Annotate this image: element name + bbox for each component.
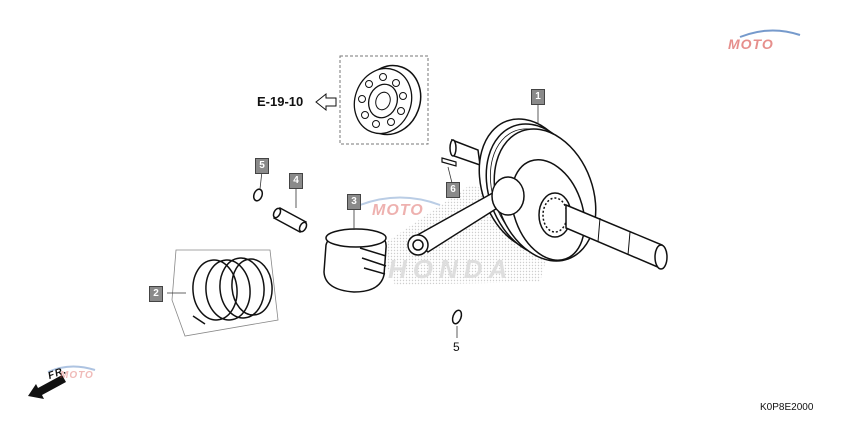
- front-direction-arrow-icon: [28, 375, 66, 399]
- woodruff-key-part: [441, 157, 457, 167]
- callout-6: 6: [446, 182, 460, 198]
- callout-3: 3: [347, 194, 361, 210]
- circlip-part-upper: [252, 188, 264, 202]
- callout-5-upper: 5: [255, 158, 269, 174]
- reference-arrow-icon: [315, 92, 337, 112]
- callout-5-lower: 5: [453, 340, 460, 354]
- watermark-brand: HONDA: [388, 254, 514, 284]
- piston-part: [323, 228, 387, 293]
- watermark-logo-center: MOTO: [372, 202, 424, 219]
- watermark-logo-icon: [47, 29, 801, 373]
- watermark-logo-bottom: MOTO: [60, 370, 94, 381]
- watermark-logo-top: MOTO: [728, 36, 774, 52]
- callout-4: 4: [289, 173, 303, 189]
- reference-label: E-19-10: [257, 94, 304, 109]
- leader-lines: [167, 103, 539, 338]
- piston-pin-part: [272, 207, 308, 233]
- diagram-code: K0P8E2000: [760, 402, 814, 413]
- piston-rings-part: [171, 249, 279, 337]
- callout-1: 1: [531, 89, 545, 105]
- bearing-part: [339, 55, 429, 145]
- callout-2: 2: [149, 286, 163, 302]
- circlip-part-lower: [451, 309, 463, 325]
- crankshaft-part: [407, 118, 668, 270]
